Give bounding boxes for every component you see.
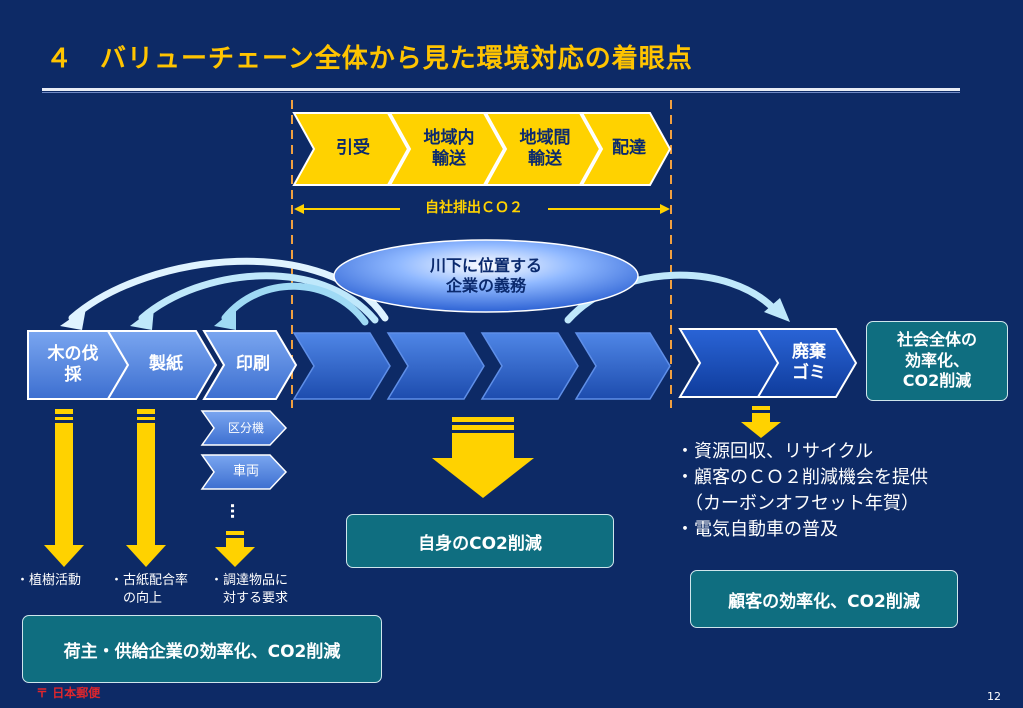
page-title: ４ バリューチェーン全体から見た環境対応の着眼点 (46, 44, 693, 74)
down-arrow-printing-body (226, 538, 244, 547)
customer-bullet-2-sub: （カーボンオフセット年賀） (676, 493, 919, 514)
chevron-papermaking (106, 330, 218, 400)
chevron-own-3 (480, 332, 579, 400)
down-arrow-logging-bar1 (55, 409, 73, 414)
label-delivery: 配達 (612, 138, 646, 159)
own-emission-label-bg (400, 199, 548, 219)
society-box: 社会全体の 効率化、 CO2削減 (866, 321, 1008, 401)
own-emission-arrowhead-right (660, 204, 670, 214)
upstream-summary-box: 荷主・供給企業の効率化、CO2削減 (22, 615, 382, 683)
label-disposal: 廃棄 ゴミ (792, 341, 826, 383)
chevron-hikiuke (292, 112, 410, 186)
label-sorter: 区分機 (227, 420, 264, 435)
customer-down-arrow-head (741, 422, 781, 438)
down-arrow-printing-head (215, 547, 255, 567)
customer-bullet-1: ・資源回収、リサイクル (676, 441, 874, 462)
own-emission-label: 自社排出ＣＯ２ (425, 200, 523, 217)
title-underline (42, 88, 960, 91)
label-printing: 印刷 (236, 354, 270, 375)
down-arrow-papermaking-bar2 (137, 417, 155, 420)
down-arrow-logging-body (55, 423, 73, 545)
customer-down-arrow-bar1 (752, 406, 770, 410)
logo-text: 日本郵便 (52, 686, 101, 700)
own-down-arrow (432, 417, 534, 498)
own-down-arrow-bar2 (452, 425, 514, 430)
label-hikiuke: 引受 (336, 138, 370, 159)
title-underline-thin (42, 92, 960, 93)
label-papermaking: 製紙 (149, 354, 183, 375)
chevron-own-1 (292, 332, 391, 400)
chevron-vehicle (200, 454, 288, 490)
chevron-regional-transport (388, 112, 506, 186)
arc-head-disposal (764, 298, 790, 322)
note-planting: ・植樹活動 (16, 573, 82, 588)
chevron-delivery (580, 112, 672, 186)
down-arrow-papermaking-body (137, 423, 155, 545)
label-interregional-transport: 地域間 輸送 (519, 127, 571, 169)
down-arrow-printing-bar1 (226, 531, 244, 535)
logo-mark-icon: 〒 (36, 686, 49, 700)
arc-head-papermaking (130, 308, 154, 330)
main-chain (27, 328, 858, 400)
customer-summary-box: 顧客の効率化、CO2削減 (690, 570, 958, 628)
brand-logo: 〒 日本郵便 (36, 684, 100, 701)
own-down-arrow-bar1 (452, 417, 514, 422)
downstream-bubble-text: 川下に位置する 企業の義務 (429, 256, 542, 295)
arc-to-printing (221, 282, 369, 326)
chevron-own-2 (386, 332, 485, 400)
customer-bullet-3: ・電気自動車の普及 (676, 519, 838, 540)
customer-bullet-2: ・顧客のＣＯ２削減機会を提供 (676, 467, 928, 488)
arc-to-papermaking (138, 272, 379, 324)
customer-down-arrow (741, 406, 781, 438)
own-down-arrow-head (432, 458, 534, 498)
upstream-down-arrows (44, 409, 255, 567)
downstream-bubble (333, 239, 639, 313)
arc-head-logging (60, 308, 86, 330)
down-arrow-papermaking-bar1 (137, 409, 155, 414)
own-emission-arrowhead-left (294, 204, 304, 214)
label-regional-transport: 地域内 輸送 (423, 127, 475, 169)
note-recycled-paper: ・古紙配合率 の向上 (110, 573, 189, 606)
customer-down-arrow-body (752, 413, 770, 422)
own-summary-box: 自身のCO2削減 (346, 514, 614, 568)
down-arrow-logging-bar2 (55, 417, 73, 420)
top-chain (292, 112, 672, 186)
down-arrow-papermaking-head (126, 545, 166, 567)
chevron-printing (202, 330, 298, 400)
own-down-arrow-body (452, 433, 514, 458)
arc-head-printing (214, 308, 236, 330)
label-vehicle: 車両 (232, 463, 259, 479)
down-arrow-logging-head (44, 545, 84, 567)
chevron-own-4 (574, 332, 671, 400)
printing-more-dots: … (227, 503, 246, 519)
chevron-sorter (200, 410, 288, 446)
chevron-interregional-transport (484, 112, 602, 186)
page-number: 12 (987, 690, 1001, 703)
note-procurement: ・調達物品に 対する要求 (210, 573, 289, 606)
label-logging: 木の伐 採 (47, 343, 99, 385)
chevron-disposal (756, 328, 858, 398)
